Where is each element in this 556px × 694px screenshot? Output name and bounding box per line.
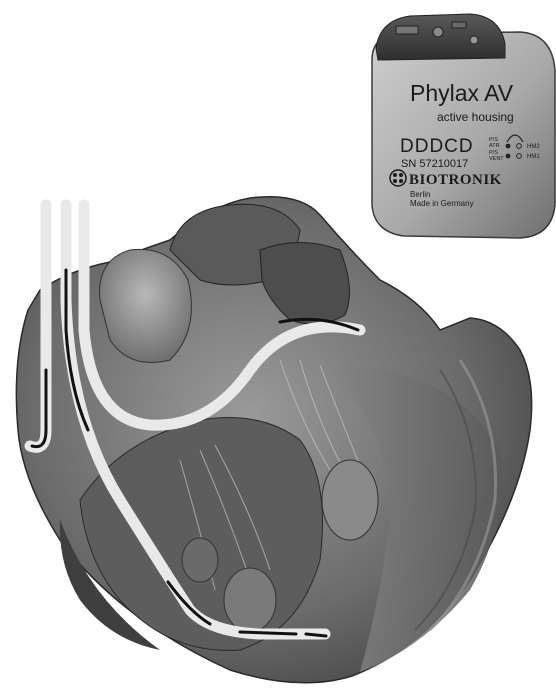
brand-name: BIOTRONIK [409, 172, 502, 188]
device-model: Phylax AV [410, 80, 514, 106]
device-origin: Made in Germany [410, 199, 474, 208]
device-city: Berlin [410, 190, 430, 199]
device-serial: SN 57210017 [401, 158, 468, 170]
port-hm1: HM1 [527, 154, 540, 160]
pacemaker-device: Phylax AV active housing DDDCD SN 572100… [372, 14, 555, 238]
device-mode: DDDCD [400, 136, 474, 157]
connector-header [376, 14, 505, 60]
port-hm2: HM2 [527, 144, 540, 150]
device-subtitle: active housing [437, 110, 514, 124]
